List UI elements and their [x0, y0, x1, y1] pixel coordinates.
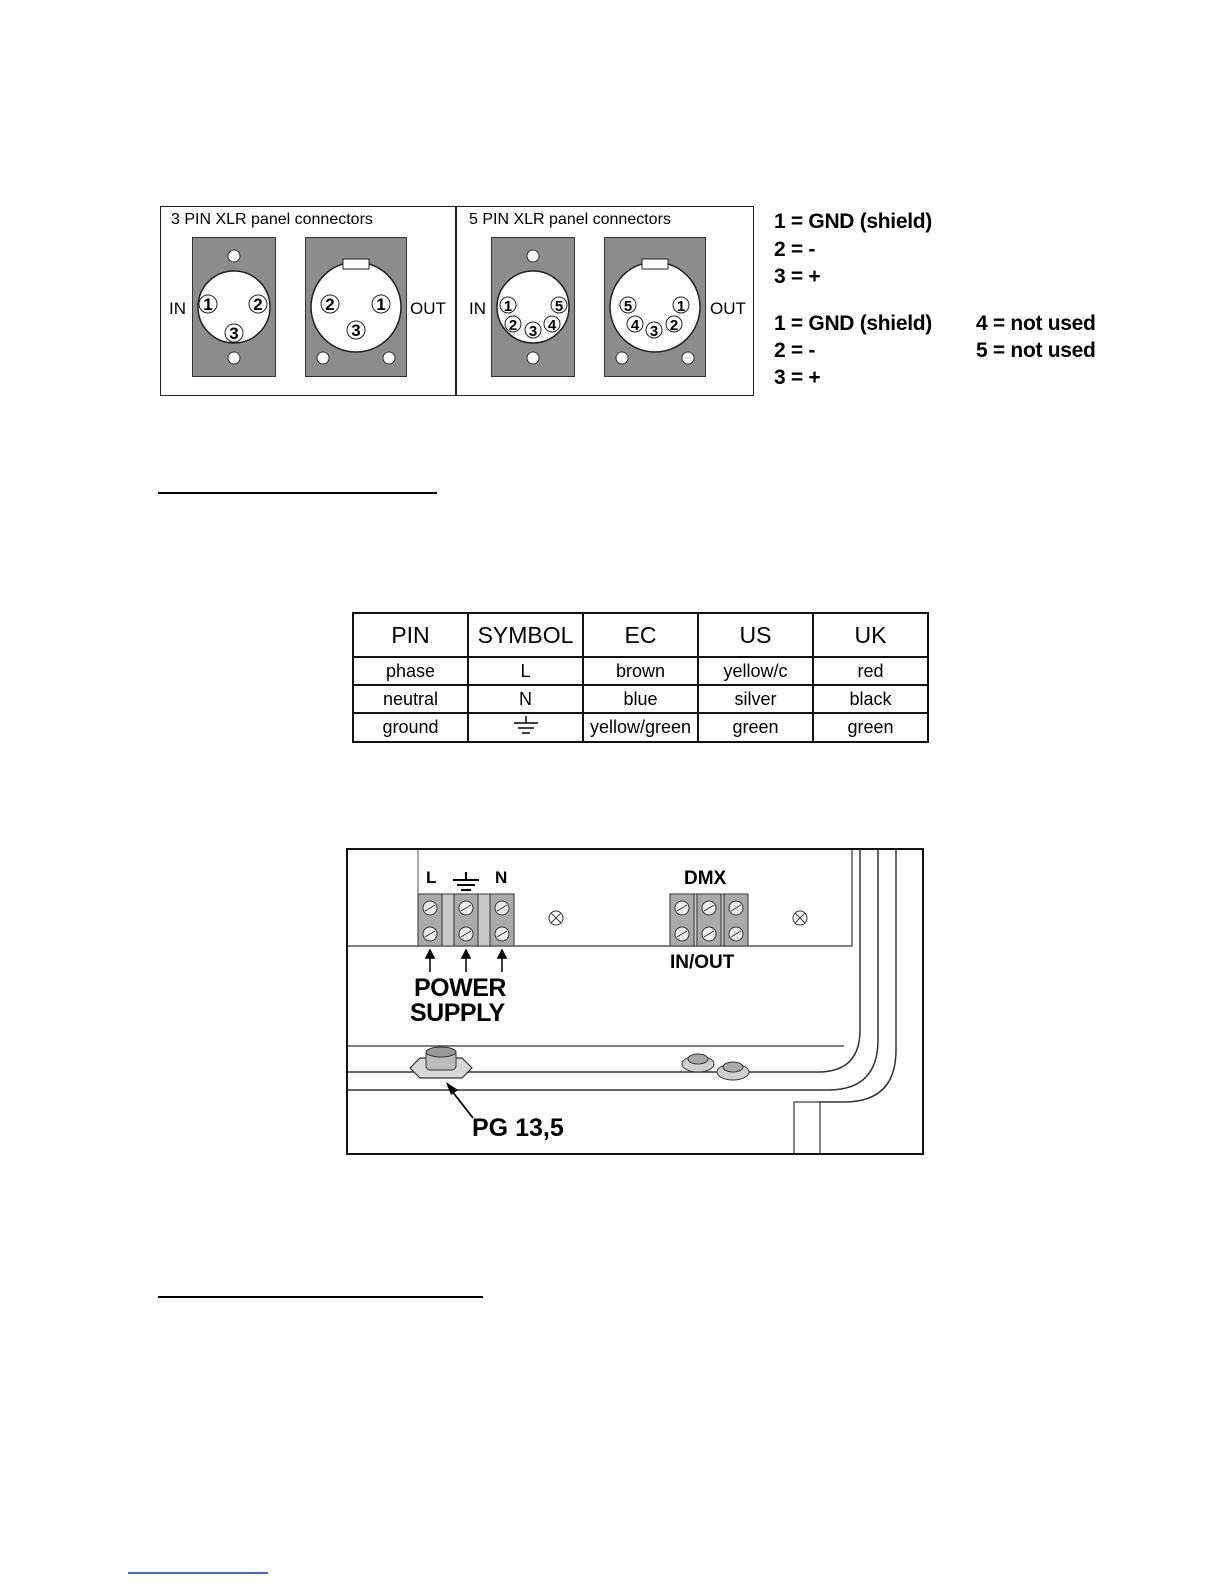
- dmx-label: DMX: [684, 868, 727, 889]
- table-header: US: [697, 612, 814, 658]
- table-row: ground yellow/green green green: [352, 712, 929, 743]
- pg-label: PG 13,5: [472, 1114, 564, 1142]
- pin5-out-label: OUT: [710, 299, 746, 318]
- pin-label: 5: [624, 298, 632, 315]
- legend3-line: 1 = GND (shield): [774, 210, 932, 233]
- power-terminal-block: [417, 893, 515, 947]
- table-cell: black: [812, 684, 929, 714]
- legend5-line: 2 = -: [774, 339, 816, 362]
- terminal-label-n: N: [495, 868, 508, 887]
- pin-label: 3: [650, 323, 658, 340]
- enclosure-drawing: [348, 850, 897, 1153]
- earth-ground-icon: [513, 716, 538, 734]
- fitting-icon: [681, 1053, 750, 1081]
- table-cell: [467, 712, 584, 743]
- section-heading-underline: [158, 492, 437, 494]
- pin-label: 2: [509, 317, 517, 334]
- inout-label: IN/OUT: [670, 952, 735, 973]
- table-cell: yellow/c: [697, 656, 814, 686]
- table-cell: L: [467, 656, 584, 686]
- pin-label: 2: [670, 317, 678, 334]
- pg-arrow: [446, 1082, 474, 1119]
- pin3-in-connector-icon: 1 2 3: [192, 237, 276, 377]
- table-cell: ground: [352, 712, 469, 743]
- terminal-label-l: L: [426, 868, 437, 887]
- table-cell: phase: [352, 656, 469, 686]
- legend5-line: 4 = not used: [976, 312, 1096, 335]
- pin3-out-label: OUT: [410, 299, 446, 318]
- table-row: phase L brown yellow/c red: [352, 656, 929, 686]
- pin-label: 3: [351, 321, 360, 340]
- pin3-out-connector-icon: 2 1 3: [305, 237, 407, 377]
- pin-label: 3: [229, 324, 238, 343]
- pin-label: 1: [376, 295, 385, 314]
- pin-label: 3: [529, 323, 537, 340]
- table-cell: yellow/green: [582, 712, 699, 743]
- legend5-line: 5 = not used: [976, 339, 1096, 362]
- power-supply-line2: SUPPLY: [410, 999, 505, 1027]
- section-heading-underline: [158, 1296, 483, 1298]
- pin-label: 2: [253, 295, 262, 314]
- legend3-line: 2 = -: [774, 238, 816, 261]
- table-header-row: PIN SYMBOL EC US UK: [352, 612, 929, 658]
- pin-label: 1: [504, 298, 512, 315]
- power-supply-line1: POWER: [414, 974, 506, 1002]
- table-cell: blue: [582, 684, 699, 714]
- table-cell: green: [812, 712, 929, 743]
- legend3-line: 3 = +: [774, 265, 821, 288]
- pin5-panel-title: 5 PIN XLR panel connectors: [469, 211, 671, 228]
- table-cell: N: [467, 684, 584, 714]
- mains-wiring-table: PIN SYMBOL EC US UK phase L brown yellow…: [352, 612, 929, 743]
- power-arrows: [424, 948, 508, 972]
- table-header: UK: [812, 612, 929, 658]
- pin-label: 2: [325, 295, 334, 314]
- table-cell: green: [697, 712, 814, 743]
- legend5-line: 1 = GND (shield): [774, 312, 932, 335]
- pin3-in-label: IN: [169, 299, 186, 318]
- table-cell: brown: [582, 656, 699, 686]
- table-row: neutral N blue silver black: [352, 684, 929, 714]
- legend5-line: 3 = +: [774, 366, 821, 389]
- pin5-out-connector-icon: 5 1 4 3 2: [604, 237, 706, 377]
- table-cell: silver: [697, 684, 814, 714]
- pin-label: 4: [548, 317, 557, 334]
- footer-link-underline[interactable]: [128, 1572, 268, 1574]
- table-cell: red: [812, 656, 929, 686]
- panel-divider: [455, 206, 457, 396]
- pin5-in-connector-icon: 1 5 2 3 4: [491, 237, 575, 377]
- table-header: PIN: [352, 612, 469, 658]
- pg-cable-gland-icon: [409, 1046, 473, 1079]
- pin5-in-label: IN: [469, 299, 486, 318]
- table-header: EC: [582, 612, 699, 658]
- pin-label: 1: [677, 298, 685, 315]
- pin-label: 5: [555, 298, 563, 315]
- table-cell: neutral: [352, 684, 469, 714]
- pin-label: 4: [631, 317, 640, 334]
- xlr-connector-panel: [160, 206, 754, 396]
- pin3-panel-title: 3 PIN XLR panel connectors: [171, 211, 373, 228]
- table-header: SYMBOL: [467, 612, 584, 658]
- terminal-diagram: L N DMX IN/OUT POWER SUPPLY PG 13,5: [346, 848, 924, 1155]
- earth-ground-icon: [453, 872, 479, 891]
- dmx-terminal-block: [669, 893, 749, 947]
- pin-label: 1: [203, 295, 212, 314]
